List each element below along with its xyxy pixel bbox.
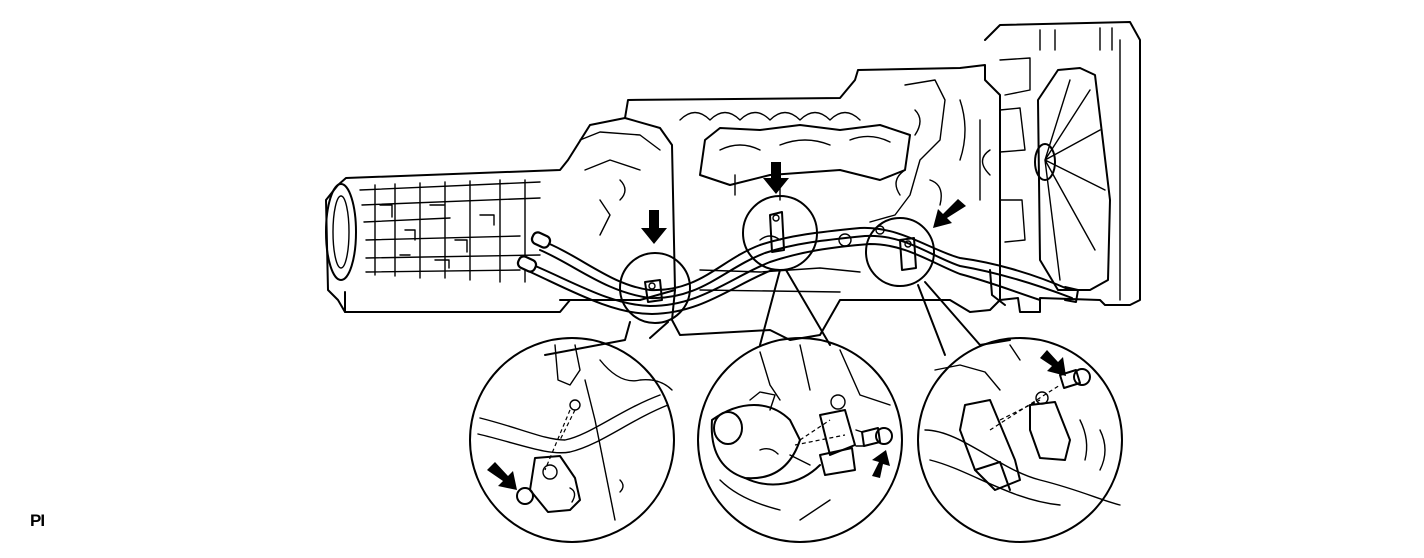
arrow-up-icon — [872, 450, 890, 478]
detail-view-center — [697, 337, 903, 543]
arrow-down-icon — [763, 162, 789, 194]
engine-block — [624, 64, 1001, 341]
detail-view-right — [917, 337, 1123, 543]
arrow-diagonal-icon — [1040, 350, 1066, 376]
figure-code-mark: PI — [30, 511, 45, 530]
detail-view-left — [469, 337, 675, 543]
callout-circle-left — [619, 252, 691, 324]
detail-leaders — [544, 269, 1011, 356]
oil-cooler-pipes — [516, 226, 1079, 315]
pipe-clamps — [644, 211, 917, 303]
radiator-assembly — [984, 21, 1141, 313]
arrow-diagonal-icon — [933, 199, 966, 228]
arrow-diagonal-icon — [487, 462, 517, 490]
callout-circle-right — [865, 217, 935, 287]
arrow-down-icon — [641, 210, 667, 244]
